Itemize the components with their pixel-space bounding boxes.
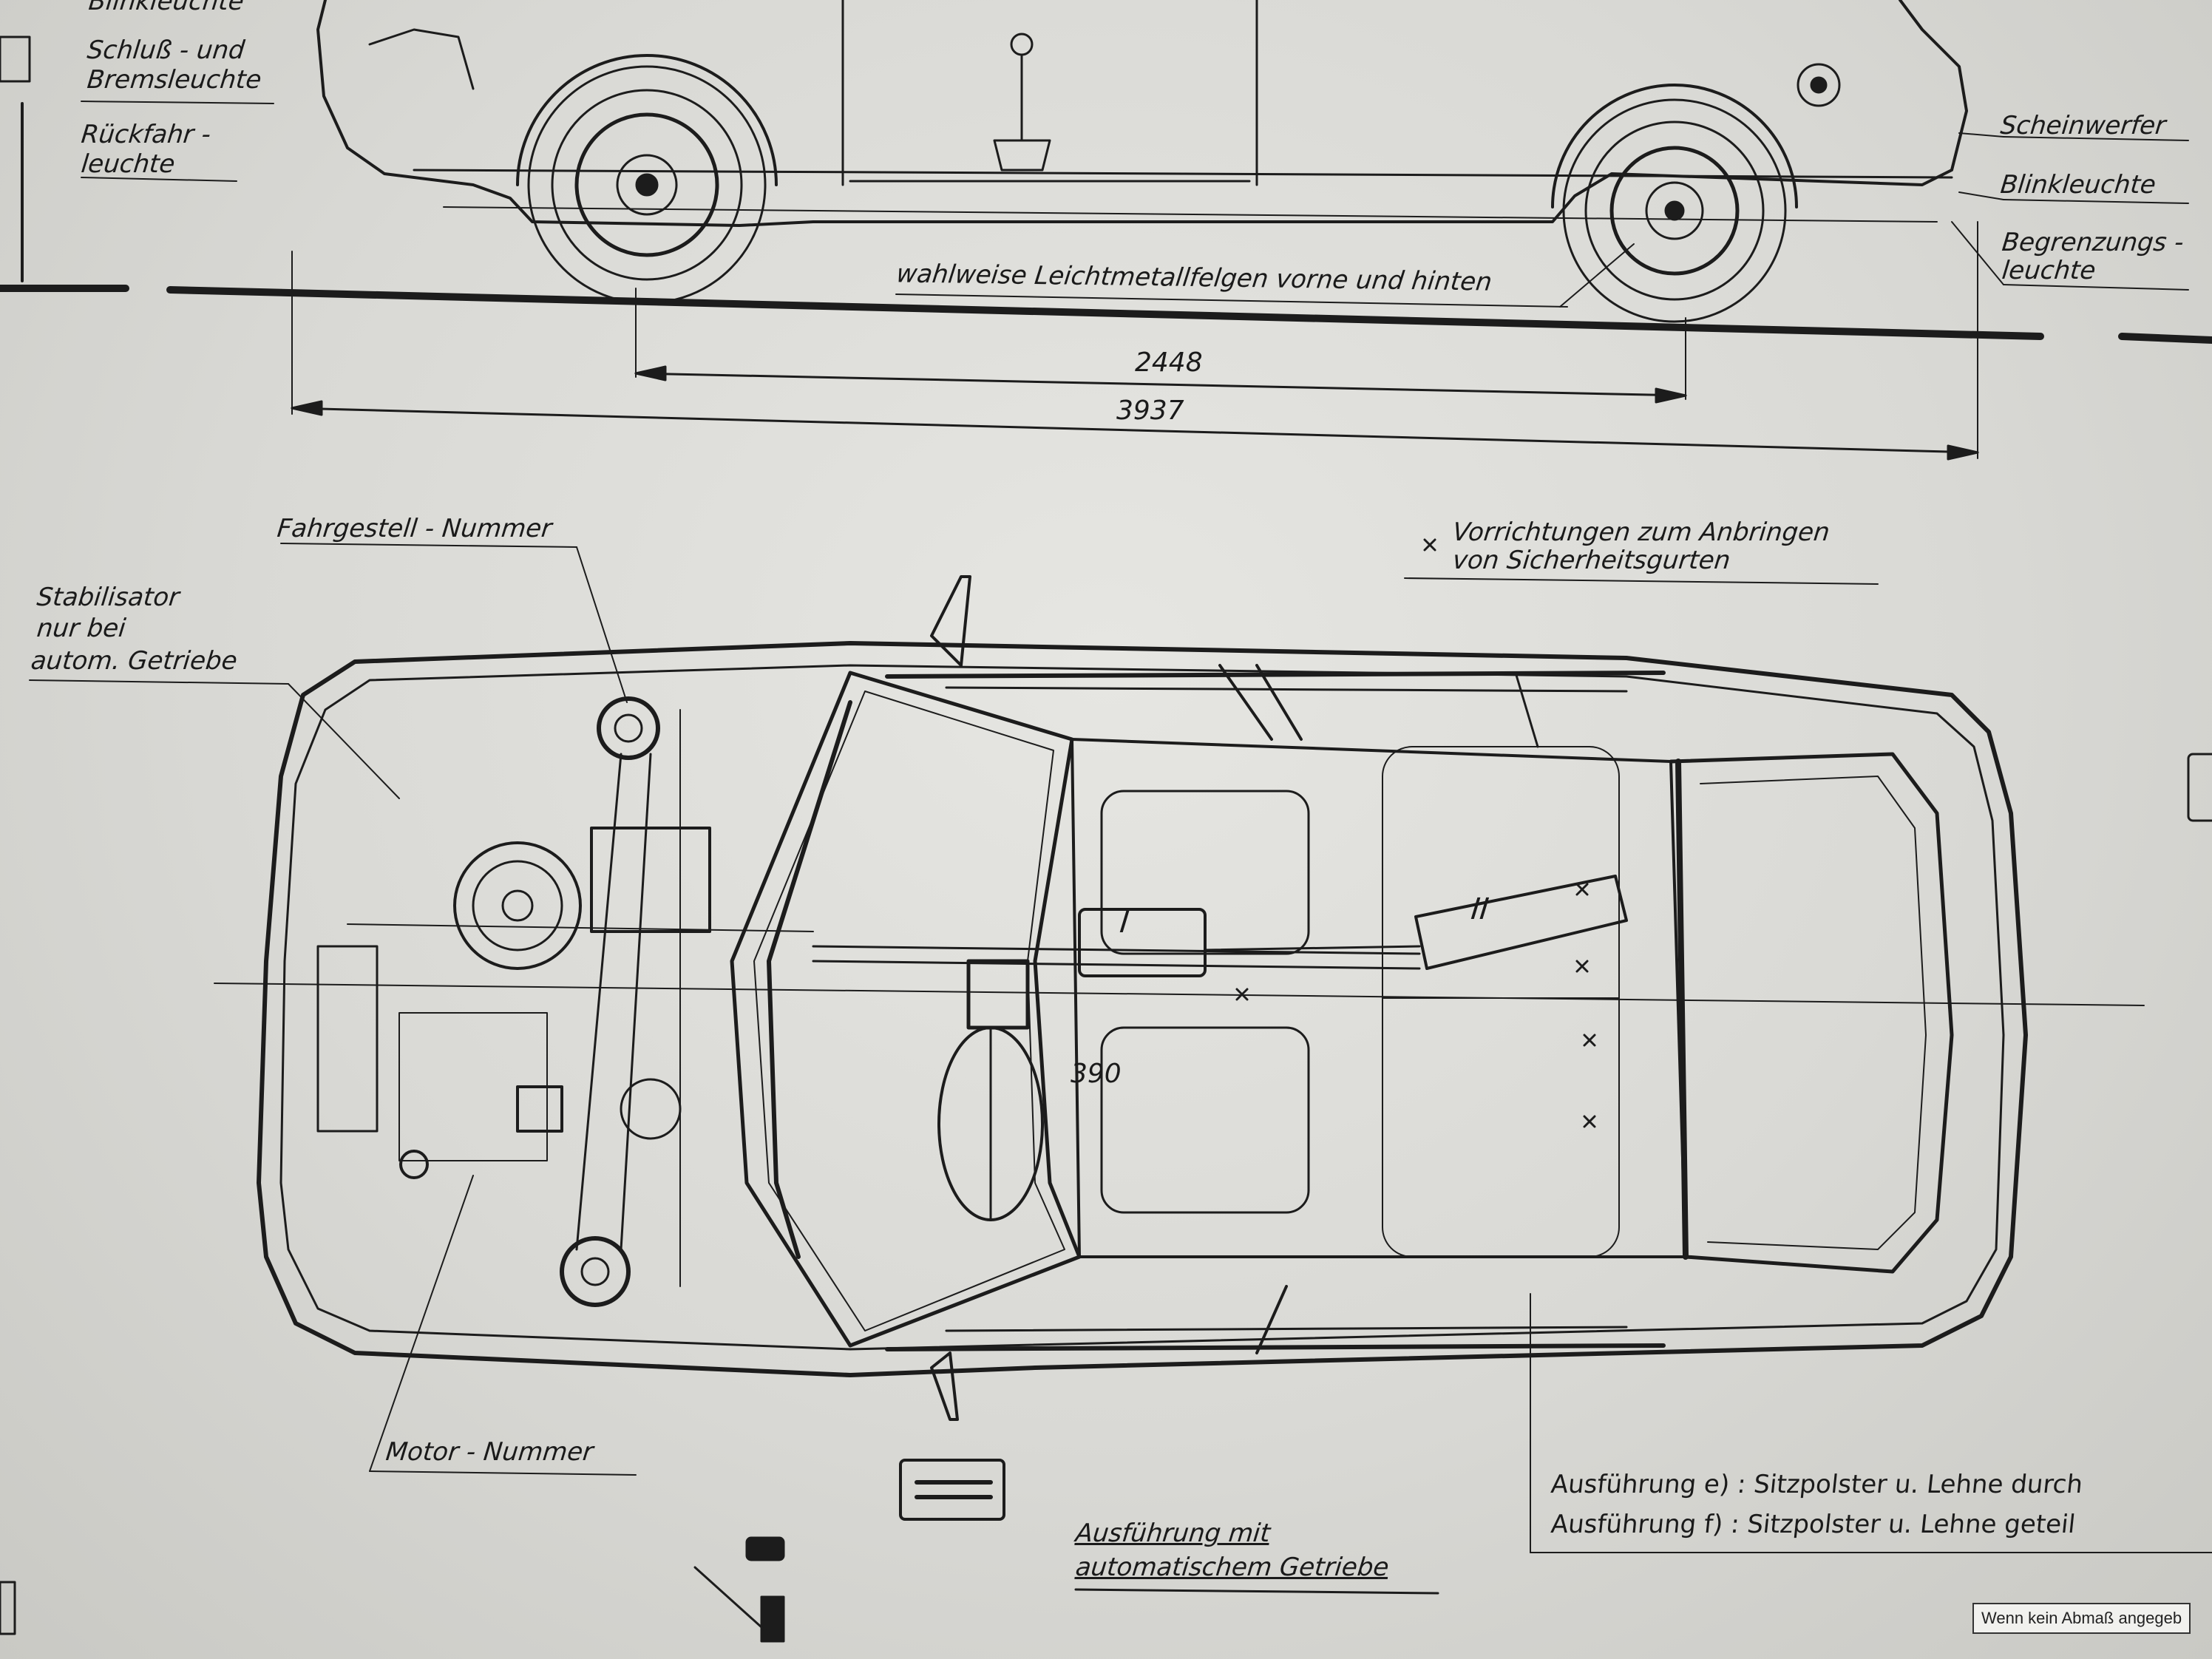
engine-bay [316, 696, 814, 1307]
label-begrenzung-2: leuchte [2000, 256, 2097, 285]
dimension-length: 3937 [1116, 396, 1184, 426]
muffler-2 [1414, 875, 1628, 970]
label-scheinwerfer: Scheinwerfer [1998, 111, 2168, 140]
label-begrenzung-1: Begrenzungs - [2000, 228, 2185, 257]
front-wheel [1551, 84, 1798, 323]
label-gurte-1: Vorrichtungen zum Anbringen [1451, 518, 1831, 547]
label-blinkleuchte-top: Blinkleuchte [86, 0, 245, 16]
label-auto-getriebe-2: automatischem Getriebe [1073, 1553, 1391, 1582]
label-motor: Motor - Nummer [384, 1437, 595, 1467]
label-rueckfahr-1: Rückfahr - [79, 120, 213, 149]
label-gurte-2: von Sicherheitsgurten [1451, 546, 1732, 575]
label-auto-getriebe-1: Ausführung mit [1073, 1519, 1272, 1548]
label-rueckfahr-2: leuchte [79, 149, 177, 179]
detail-inset [0, 753, 2212, 1643]
note-box: Wenn kein Abmaß angegeb [1972, 1603, 2191, 1634]
label-fahrgestell: Fahrgestell - Nummer [275, 514, 554, 543]
top-view [29, 538, 2212, 1595]
side-view [0, 0, 2212, 461]
label-ausfuehrung-e: Ausführung e) : Sitzpolster u. Lehne dur… [1549, 1470, 2085, 1499]
belt-anchor-markers [1235, 538, 1596, 1128]
marker-muffler-2: II [1469, 892, 1491, 926]
dimension-wheelbase: 2448 [1135, 347, 1203, 378]
label-stabilisator-2: nur bei [35, 614, 127, 643]
muffler-1 [1078, 908, 1207, 977]
rear-wheel [516, 54, 778, 305]
label-stabilisator-3: autom. Getriebe [29, 646, 239, 676]
gear-shifter [993, 33, 1051, 172]
label-ausfuehrung-f: Ausführung f) : Sitzpolster u. Lehne get… [1549, 1510, 2077, 1539]
label-blinkleuchte-right: Blinkleuchte [1998, 170, 2157, 200]
label-schluss-2: Bremsleuchte [85, 65, 263, 95]
label-stabilisator-1: Stabilisator [35, 583, 181, 612]
label-schluss-1: Schluß - und [85, 35, 246, 65]
dimension-seat: 390 [1071, 1059, 1122, 1089]
